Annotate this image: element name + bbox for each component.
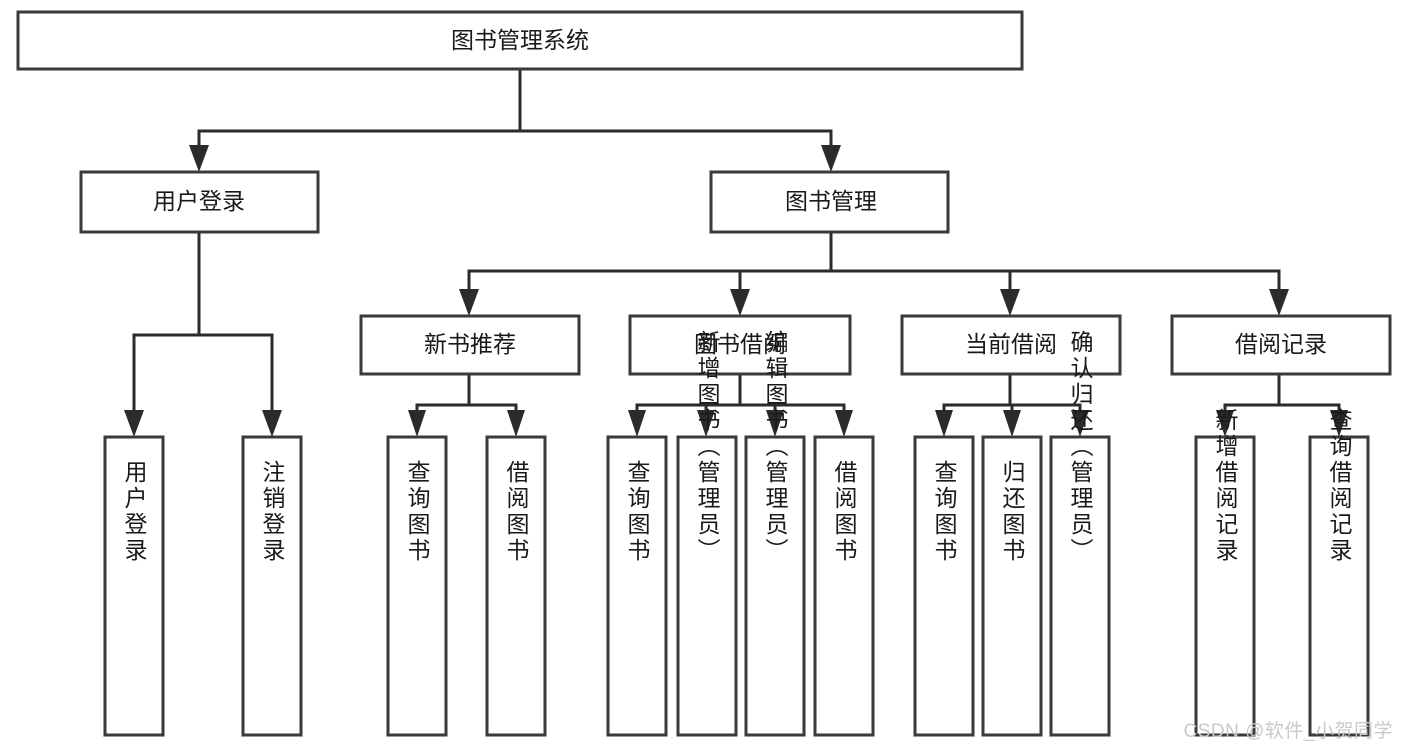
arrow-head-leaf-borrow-book-new [507, 410, 525, 437]
node-leaf-borrow-book[interactable]: 借阅图书 [813, 435, 875, 737]
node-leaf-borrow-book-new-label: 借阅图书 [503, 460, 530, 564]
node-leaf-confirm-return-label: 确认归还（管理员） [1067, 330, 1094, 564]
node-leaf-borrow-book-new[interactable]: 借阅图书 [485, 435, 547, 737]
node-leaf-add-record-box [1194, 435, 1256, 737]
node-current-borrow-label: 当前借阅 [965, 331, 1057, 357]
node-book-manage-box [709, 170, 950, 234]
arrow-head-current-borrow [1000, 289, 1020, 316]
node-new-book-recommend-label: 新书推荐 [424, 331, 516, 357]
node-user-login[interactable]: 用户登录 [79, 170, 320, 234]
node-current-borrow[interactable]: 当前借阅 [900, 314, 1122, 376]
node-leaf-add-book-box [676, 435, 738, 737]
node-leaf-add-record[interactable]: 新增借阅记录 [1194, 408, 1256, 737]
node-leaf-query-book-current[interactable]: 查询图书 [913, 435, 975, 737]
node-leaf-query-record-label: 查询借阅记录 [1326, 408, 1353, 564]
node-new-book-recommend-box [359, 314, 581, 376]
node-leaf-query-record[interactable]: 查询借阅记录 [1308, 408, 1370, 737]
node-leaf-query-book-new[interactable]: 查询图书 [386, 435, 448, 737]
arrow-head-book-borrow [730, 289, 750, 316]
node-book-manage-label: 图书管理 [785, 188, 877, 214]
node-leaf-query-book-borrow-label: 查询图书 [624, 460, 651, 564]
node-leaf-logout-box [241, 435, 303, 737]
arrow-head-new-book-recommend [459, 289, 479, 316]
arrow-head-leaf-edit-book [766, 410, 784, 437]
node-leaf-query-book-new-label: 查询图书 [404, 460, 431, 564]
node-root-label: 图书管理系统 [451, 27, 589, 53]
node-borrow-record-box [1170, 314, 1392, 376]
arrow-head-leaf-add-record [1216, 410, 1234, 437]
arrow-head-leaf-add-book [697, 410, 715, 437]
node-user-login-box [79, 170, 320, 234]
node-leaf-edit-book[interactable]: 编辑图书（管理员） [744, 330, 806, 737]
arrow-head-borrow-record [1269, 289, 1289, 316]
node-leaf-edit-book-label: 编辑图书（管理员） [762, 330, 789, 564]
arrow-head-leaf-query-book-new [408, 410, 426, 437]
node-borrow-record[interactable]: 借阅记录 [1170, 314, 1392, 376]
node-leaf-add-record-label: 新增借阅记录 [1212, 408, 1239, 564]
node-leaf-query-book-borrow-box [606, 435, 668, 737]
node-leaf-user-login-label: 用户登录 [121, 460, 148, 564]
node-leaf-borrow-book-new-box [485, 435, 547, 737]
csdn-watermark: CSDN @软件_小贺同学 [1183, 721, 1393, 742]
node-leaf-logout-label: 注销登录 [259, 460, 286, 564]
arrow-head-leaf-borrow-book [835, 410, 853, 437]
node-new-book-recommend[interactable]: 新书推荐 [359, 314, 581, 376]
node-leaf-query-book-current-label: 查询图书 [931, 460, 958, 564]
node-root[interactable]: 图书管理系统 [16, 10, 1024, 71]
arrow-head-leaf-confirm-return [1071, 410, 1089, 437]
node-user-login-label: 用户登录 [153, 188, 245, 214]
node-leaf-return-book-label: 归还图书 [999, 460, 1026, 564]
node-leaf-logout[interactable]: 注销登录 [241, 435, 303, 737]
arrow-head-leaf-user-login [124, 410, 144, 437]
node-leaf-borrow-book-box [813, 435, 875, 737]
arrow-head-book-manage [821, 145, 841, 172]
node-leaf-confirm-return[interactable]: 确认归还（管理员） [1049, 330, 1111, 737]
arrow-head-leaf-query-book-borrow [628, 410, 646, 437]
node-leaf-confirm-return-box [1049, 435, 1111, 737]
node-leaf-borrow-book-label: 借阅图书 [831, 460, 858, 564]
node-book-borrow-label: 图书借阅 [694, 331, 786, 357]
node-leaf-query-book-current-box [913, 435, 975, 737]
node-leaf-query-book-new-box [386, 435, 448, 737]
arrow-head-leaf-query-record [1330, 410, 1348, 437]
node-leaf-return-book-box [981, 435, 1043, 737]
node-leaf-return-book[interactable]: 归还图书 [981, 435, 1043, 737]
node-root-box [16, 10, 1024, 71]
node-book-borrow-box [628, 314, 852, 376]
node-leaf-user-login-box [103, 435, 165, 737]
node-current-borrow-box [900, 314, 1122, 376]
node-leaf-user-login[interactable]: 用户登录 [103, 435, 165, 737]
arrow-head-leaf-logout [262, 410, 282, 437]
arrow-head-user-login [189, 145, 209, 172]
arrow-head-leaf-return-book [1003, 410, 1021, 437]
arrow-head-leaf-query-book-current [935, 410, 953, 437]
connector-layer [124, 67, 1348, 437]
node-leaf-query-book-borrow[interactable]: 查询图书 [606, 435, 668, 737]
node-borrow-record-label: 借阅记录 [1235, 331, 1327, 357]
node-book-manage[interactable]: 图书管理 [709, 170, 950, 234]
node-leaf-query-record-box [1308, 435, 1370, 737]
node-leaf-add-book[interactable]: 新增图书（管理员） [676, 330, 738, 737]
node-leaf-add-book-label: 新增图书（管理员） [694, 330, 721, 564]
node-book-borrow[interactable]: 图书借阅 [628, 314, 852, 376]
node-leaf-edit-book-box [744, 435, 806, 737]
